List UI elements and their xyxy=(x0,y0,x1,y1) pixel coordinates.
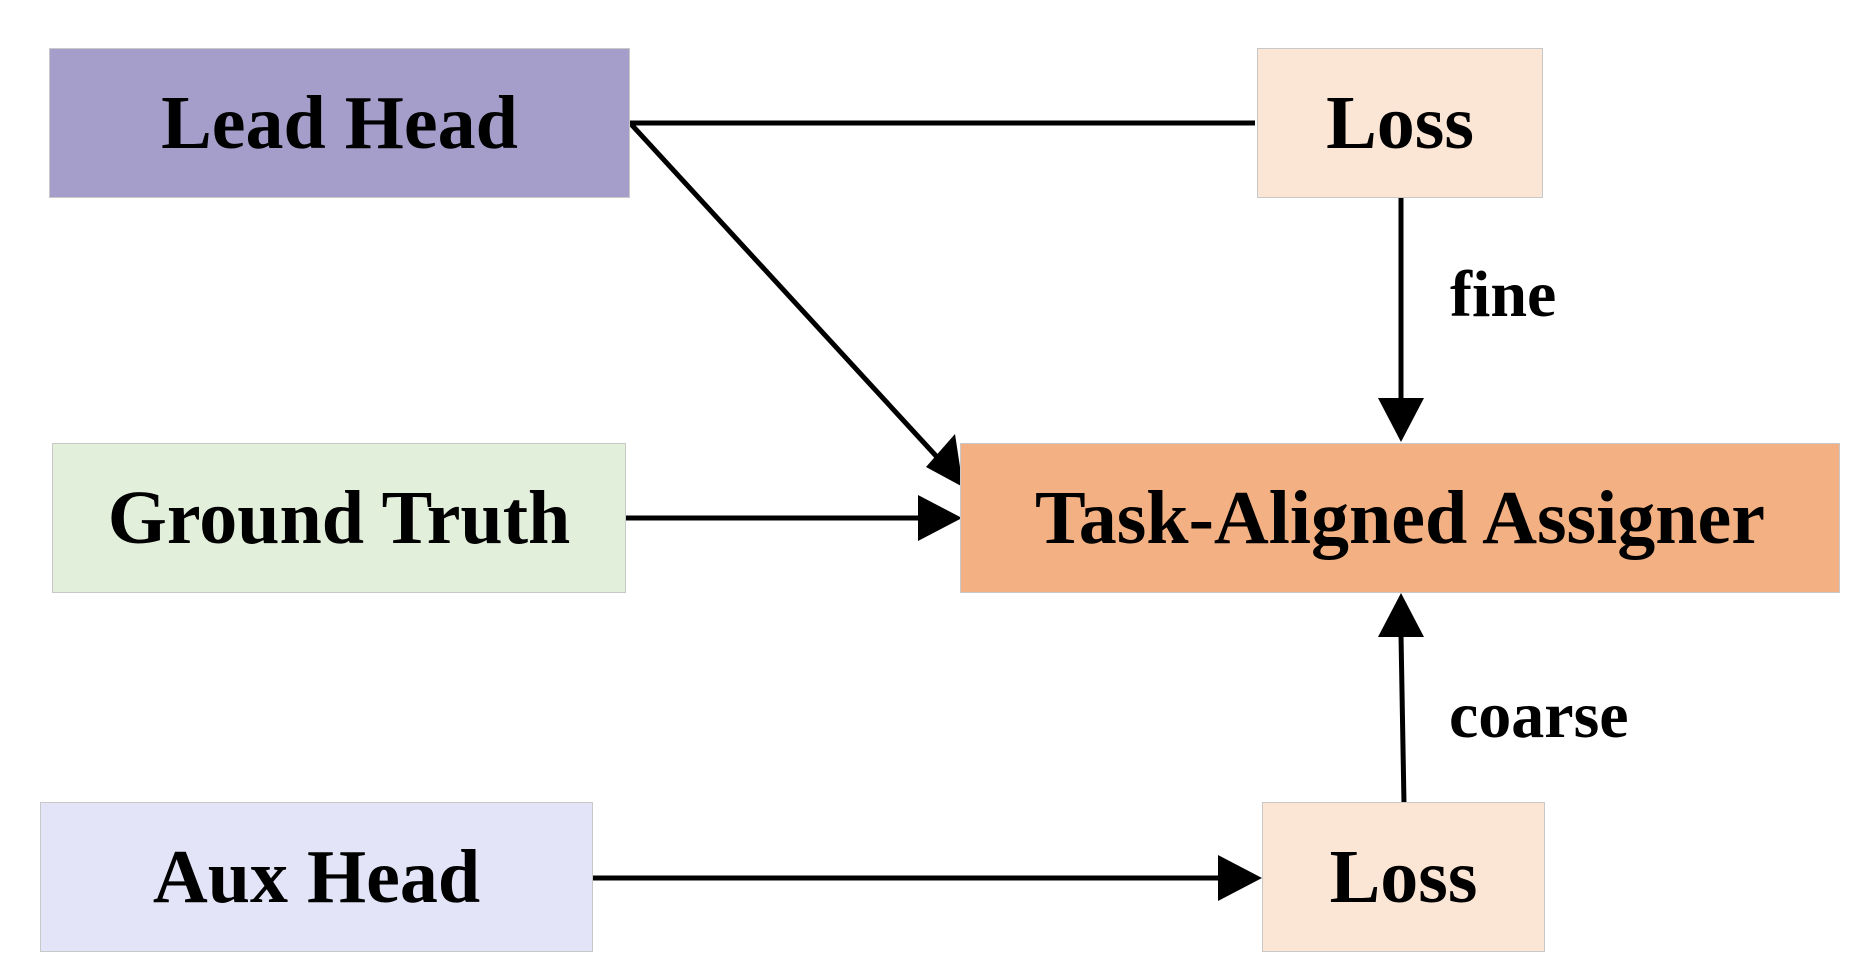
lead-head-box: Lead Head xyxy=(49,48,630,198)
loss-top-label: Loss xyxy=(1326,81,1474,165)
arrowhead-lead-to-assigner xyxy=(926,434,963,487)
edge-lead-head-to-assigner xyxy=(628,121,939,459)
aux-head-box: Aux Head xyxy=(40,802,593,952)
ground-truth-label: Ground Truth xyxy=(107,476,571,560)
arrowhead-fine xyxy=(1378,398,1424,442)
arrowhead-aux-to-loss xyxy=(1218,855,1262,901)
lead-head-label: Lead Head xyxy=(161,81,518,165)
task-aligned-assigner-label: Task-Aligned Assigner xyxy=(1035,476,1765,560)
fine-edge-label: fine xyxy=(1450,258,1557,331)
aux-head-label: Aux Head xyxy=(152,835,481,919)
arrowhead-gt-to-assigner xyxy=(918,495,962,541)
loss-bottom-label: Loss xyxy=(1329,835,1478,919)
loss-top-box: Loss xyxy=(1257,48,1543,198)
edge-loss-bottom-to-assigner xyxy=(1398,634,1407,805)
arrowhead-coarse xyxy=(1378,593,1424,637)
task-aligned-assigner-box: Task-Aligned Assigner xyxy=(960,443,1840,593)
loss-bottom-box: Loss xyxy=(1262,802,1545,952)
coarse-edge-label: coarse xyxy=(1449,679,1629,752)
ground-truth-box: Ground Truth xyxy=(52,443,626,593)
